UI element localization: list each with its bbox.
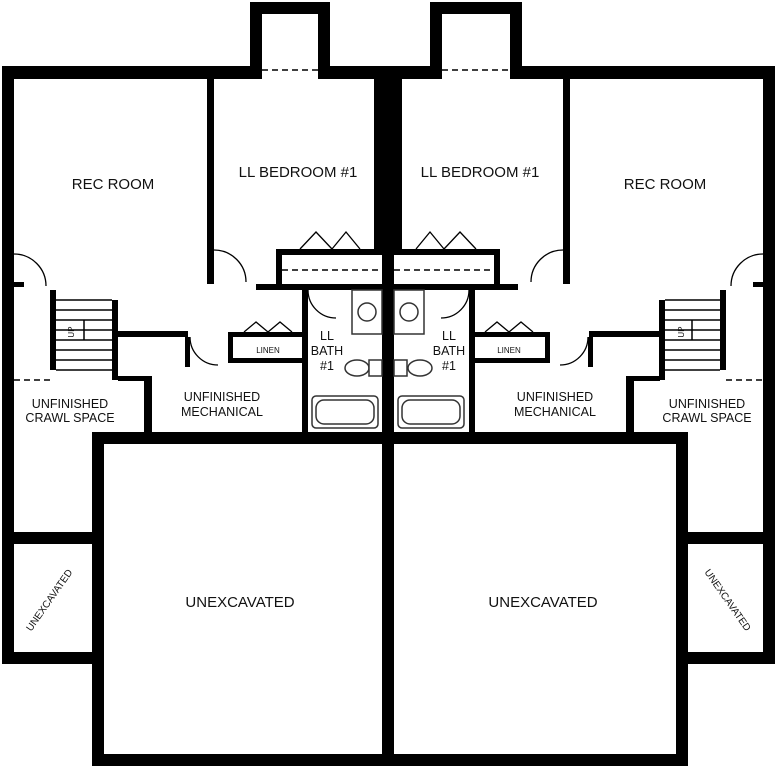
interior-walls	[14, 79, 763, 432]
rec-room-left-label: REC ROOM	[72, 176, 155, 193]
rec-room-right-label: REC ROOM	[624, 176, 707, 193]
bath-right-label-line2: BATH	[433, 344, 465, 358]
unexcavated-small-right-label: UNEXCAVATED	[702, 568, 753, 634]
crawl-right-label-line1: UNFINISHED	[669, 397, 745, 411]
unexcavated-small-left-label: UNEXCAVATED	[25, 568, 76, 634]
right-stairs	[665, 299, 720, 371]
linen-left-label: LINEN	[256, 346, 280, 355]
mechanical-left-label-line1: UNFINISHED	[184, 390, 260, 404]
mechanical-right-label-line1: UNFINISHED	[517, 390, 593, 404]
unexcavated-right-label: UNEXCAVATED	[488, 594, 597, 611]
crawl-right-label-line2: CRAWL SPACE	[662, 411, 751, 425]
bath-right-label-line1: LL	[442, 329, 456, 343]
dashed-openings	[14, 69, 763, 381]
unexcavated-left-label: UNEXCAVATED	[185, 594, 294, 611]
doors	[13, 230, 764, 366]
bedroom-left-label: LL BEDROOM #1	[239, 164, 358, 181]
bath-right-label-line3: #1	[442, 359, 456, 373]
crawl-left-label-line1: UNFINISHED	[32, 397, 108, 411]
mechanical-right-label-line2: MECHANICAL	[514, 405, 596, 419]
left-stairs	[56, 299, 112, 371]
bath-left-label-line3: #1	[320, 359, 334, 373]
bath-left-label-line2: BATH	[311, 344, 343, 358]
mechanical-left-label-line2: MECHANICAL	[181, 405, 263, 419]
linen-right-label: LINEN	[497, 346, 521, 355]
bath-fixtures-left	[311, 289, 383, 429]
bath-fixtures-right	[393, 289, 465, 429]
bath-left-label-line1: LL	[320, 329, 334, 343]
left-stairs-up-label: UP	[67, 326, 76, 337]
crawl-left-label-line2: CRAWL SPACE	[25, 411, 114, 425]
bedroom-right-label: LL BEDROOM #1	[421, 164, 540, 181]
right-stairs-up-label: UP	[677, 326, 686, 337]
